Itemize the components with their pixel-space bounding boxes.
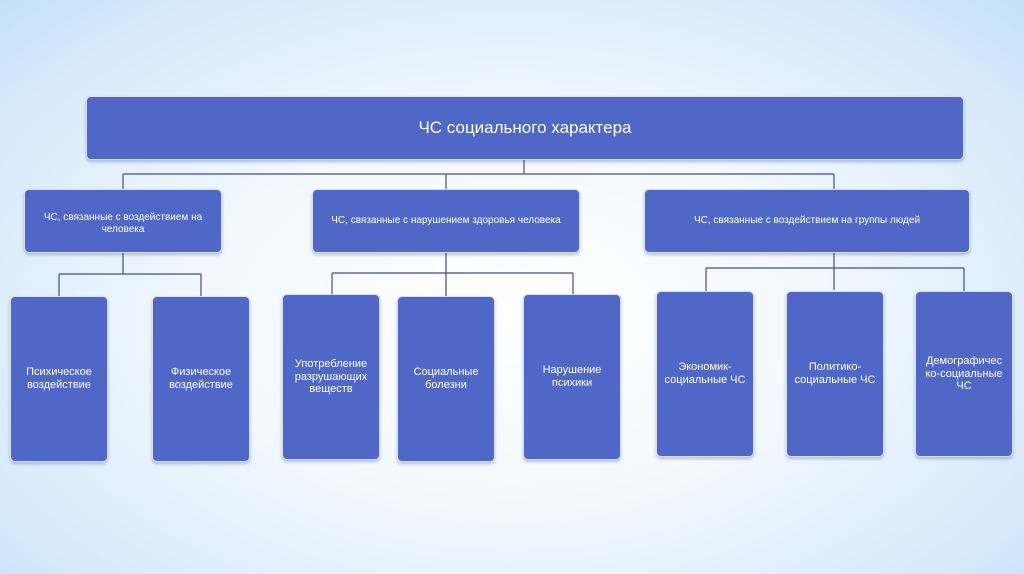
leaf-node: Экономик-социальные ЧС [656, 291, 754, 457]
leaf-node: Употребление разрушающих веществ [282, 294, 380, 460]
leaf-node: Демографичес ко-социальные ЧС [915, 291, 1013, 457]
leaf-label: Употребление разрушающих веществ [294, 358, 368, 396]
root-node: ЧС социального характера [86, 96, 964, 160]
group-label: ЧС, связанные с нарушением здоровья чело… [331, 215, 561, 227]
leaf-label: Экономик-социальные ЧС [664, 361, 746, 386]
leaf-label: Физическое воздействие [169, 366, 233, 391]
group-label: ЧС, связанные с воздействием на человека [43, 212, 203, 235]
group-node-human-impact: ЧС, связанные с воздействием на человека [24, 189, 222, 253]
leaf-label: Психическое воздействие [26, 366, 92, 391]
leaf-node: Нарушение психики [523, 294, 621, 460]
root-label: ЧС социального характера [418, 118, 632, 138]
leaf-node: Физическое воздействие [152, 296, 250, 462]
leaf-label: Нарушение психики [542, 364, 602, 389]
group-node-groups-of-people: ЧС, связанные с воздействием на группы л… [644, 189, 970, 253]
leaf-node: Политико-социальные ЧС [786, 291, 884, 457]
leaf-label: Демографичес ко-социальные ЧС [925, 355, 1003, 393]
leaf-node: Психическое воздействие [10, 296, 108, 462]
leaf-node: Социальные болезни [397, 296, 495, 462]
group-label: ЧС, связанные с воздействием на группы л… [693, 215, 921, 227]
group-node-health: ЧС, связанные с нарушением здоровья чело… [312, 189, 580, 253]
leaf-label: Политико-социальные ЧС [794, 361, 876, 386]
leaf-label: Социальные болезни [413, 366, 479, 391]
